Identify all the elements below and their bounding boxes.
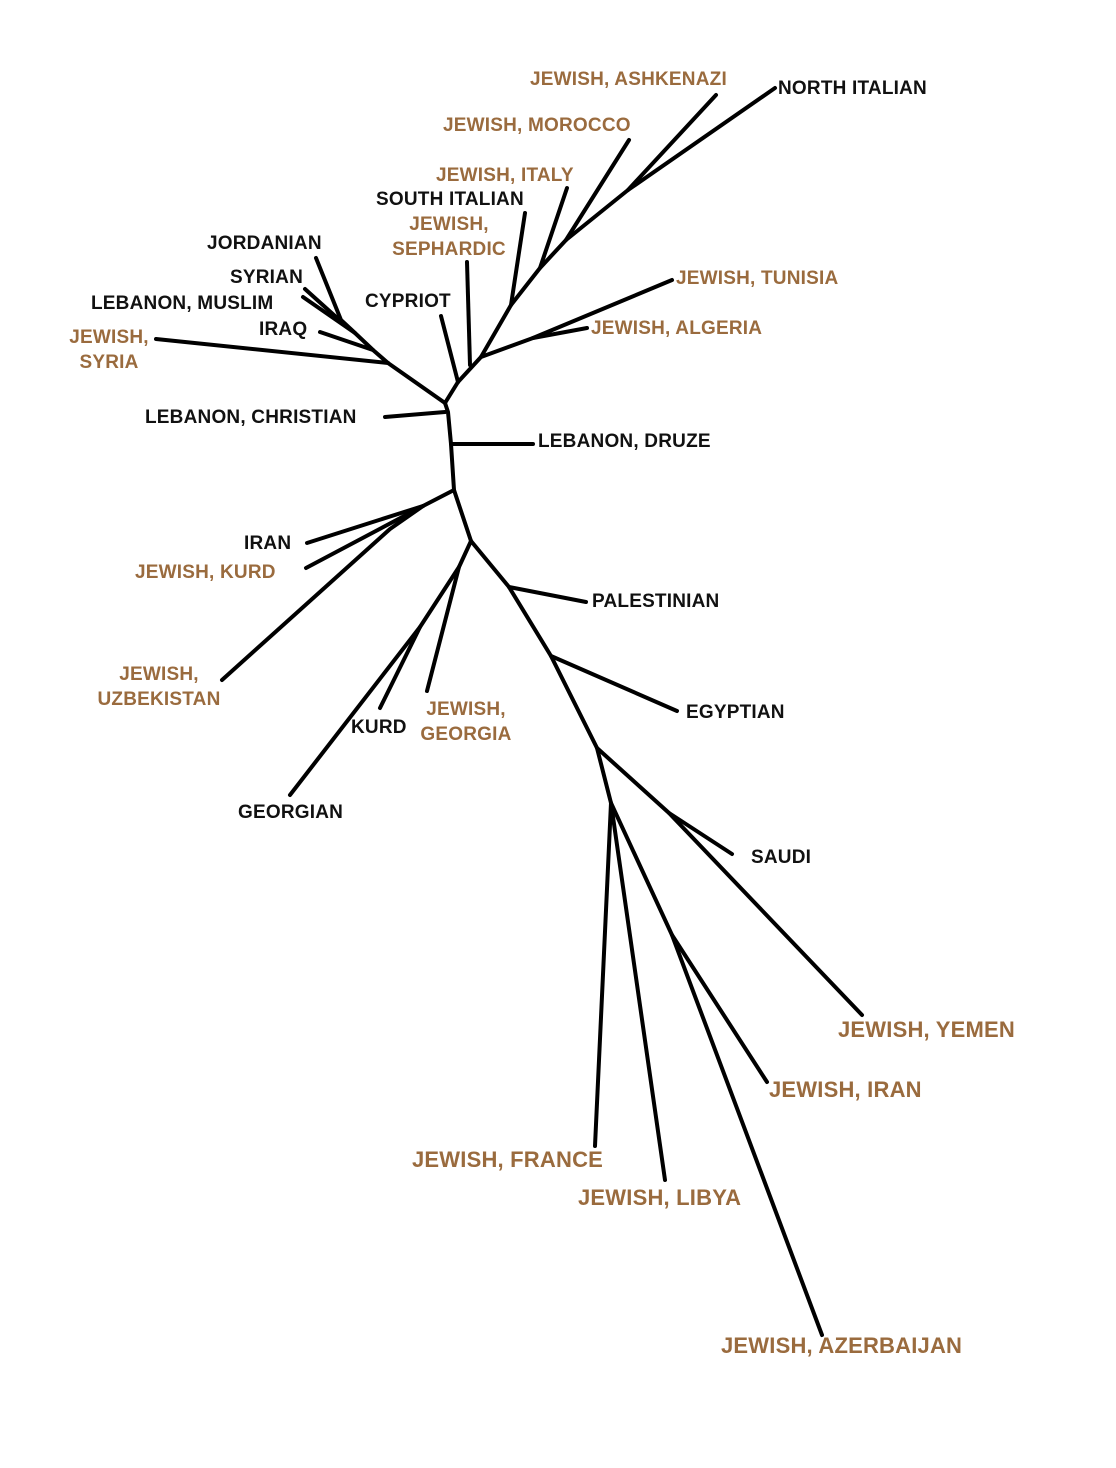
branch-cypriot [439,314,460,384]
branch-levant [314,256,447,405]
label-jewish-georgia-line1: JEWISH, [426,699,506,720]
label-jewish-georgia-line2: GEORGIA [420,724,512,745]
branch-south-italian [509,211,527,307]
label-south-italian: SOUTH ITALIAN [376,189,524,210]
branch-jewish-ashkenazi [626,93,718,192]
label-iraq: IRAQ [259,319,308,340]
label-jewish-syria: JEWISH, SYRIA [62,325,156,375]
label-jewish-azerbaijan: JEWISH, AZERBAIJAN [721,1333,963,1358]
label-jewish-syria-line2: SYRIA [79,352,139,373]
branch-saudi [667,811,734,856]
label-iran: IRAN [244,533,292,554]
label-jewish-sephardic: JEWISH, SEPHARDIC [386,212,512,262]
label-jewish-morocco: JEWISH, MOROCCO [443,115,631,136]
branch-jewish-italy [538,186,569,270]
label-lebanon-muslim: LEBANON, MUSLIM [91,293,274,314]
branch-iraq [318,330,375,352]
label-jewish-georgia: JEWISH, GEORGIA [415,697,517,747]
branch-jewish-syria [154,337,390,365]
branch-kurd [378,625,422,710]
label-jewish-sephardic-line2: SEPHARDIC [392,239,506,260]
label-georgian: GEORGIAN [238,802,344,823]
branch-upper-clade [443,86,777,405]
label-jewish-ashkenazi: JEWISH, ASHKENAZI [530,69,727,90]
label-jewish-uzbekistan-line2: UZBEKISTAN [97,689,221,710]
label-jewish-sephardic-line1: JEWISH, [409,214,489,235]
label-jewish-uzbekistan-line1: JEWISH, [119,664,199,685]
label-jewish-france: JEWISH, FRANCE [412,1147,604,1172]
label-jewish-italy: JEWISH, ITALY [436,165,574,186]
label-palestinian: PALESTINIAN [592,591,720,612]
label-lebanon-christian: LEBANON, CHRISTIAN [145,407,357,428]
branch-jewish-morocco [564,138,631,242]
label-jewish-kurd: JEWISH, KURD [135,562,276,583]
branch-iran [305,504,425,545]
label-saudi: SAUDI [751,847,812,868]
label-lebanon-druze: LEBANON, DRUZE [538,431,711,452]
branch-jewish-algeria [531,326,589,340]
branch-palestinian [507,585,588,604]
branch-egyptian [549,654,679,713]
branch-iran-azerbaijan [609,801,824,1337]
label-jewish-uzbekistan: JEWISH, UZBEKISTAN [88,662,230,712]
label-jordanian: JORDANIAN [207,233,322,254]
branch-lebanon-christian [383,410,447,419]
label-kurd: KURD [351,717,407,738]
label-syrian: SYRIAN [230,267,303,288]
branch-jewish-libya [609,801,667,1182]
label-jewish-algeria: JEWISH, ALGERIA [591,318,763,339]
label-cypriot: CYPRIOT [365,291,451,312]
label-egyptian: EGYPTIAN [686,702,785,723]
branch-iranian-clade [220,488,456,682]
branch-jewish-sephardic [465,260,472,367]
branch-caucasus [288,539,473,797]
branch-jewish-iran [670,933,769,1084]
label-jewish-libya: JEWISH, LIBYA [578,1185,742,1210]
label-jewish-tunisia: JEWISH, TUNISIA [676,268,839,289]
label-jewish-yemen: JEWISH, YEMEN [838,1017,1016,1042]
branch-jewish-georgia [425,565,461,693]
branch-lebanon-muslim [301,295,357,335]
label-jewish-iran: JEWISH, IRAN [769,1077,922,1102]
branch-syrian [303,287,347,327]
label-north-italian: NORTH ITALIAN [778,78,927,99]
label-jewish-syria-line1: JEWISH, [69,327,149,348]
branch-jewish-kurd [304,504,425,570]
branch-jewish-france [593,801,613,1148]
